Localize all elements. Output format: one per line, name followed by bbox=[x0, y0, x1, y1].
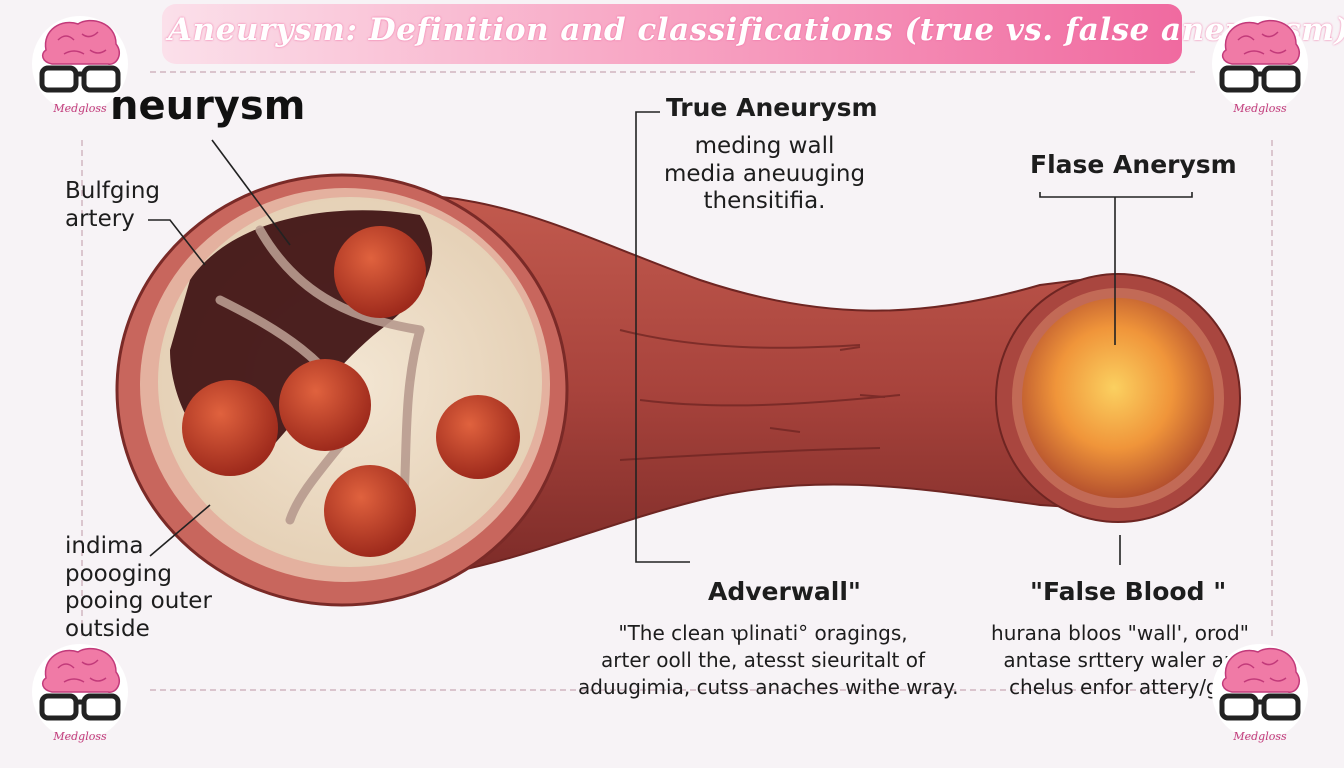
caption-right-line-2: antase srttery waler an bbox=[1003, 648, 1237, 672]
intima-label: indima poooging pooing outer outside bbox=[65, 533, 212, 643]
bulging-artery-label: Bulfging artery bbox=[65, 178, 160, 233]
false-aneurysm-caption: hurana bloos "wall', orod" antase srtter… bbox=[975, 620, 1265, 701]
true-sub-line-1: meding wall bbox=[694, 133, 835, 159]
blood-cell bbox=[324, 465, 416, 557]
bulging-line-2: artery bbox=[65, 205, 135, 232]
medgloss-brand: Medgloss bbox=[53, 730, 107, 743]
medgloss-brand: Medgloss bbox=[1233, 102, 1287, 115]
ecg-border bbox=[81, 71, 1273, 691]
page-title: Aneurysm: Definition and classifications… bbox=[168, 12, 1344, 48]
true-aneurysm-caption: "The clean ꝕlinati° oragings, arter ooll… bbox=[578, 620, 959, 701]
medgloss-logo-top-right: Medgloss bbox=[1208, 10, 1312, 120]
caption-right-line-3: chelus enfor attery/ge bbox=[1009, 675, 1231, 699]
medgloss-logo-bottom-right: Medgloss bbox=[1208, 638, 1312, 748]
caption-left-line-2: arter ooll the, atesst sieuritalt of bbox=[601, 648, 925, 672]
true-aneurysm-description: meding wall media aneuuging thensitifia. bbox=[657, 133, 872, 216]
brain-glasses-logo-icon bbox=[1212, 16, 1308, 106]
true-sub-line-2: media aneuuging bbox=[663, 160, 866, 187]
intima-line-1: indima bbox=[65, 533, 144, 559]
true-aneurysm-heading: True Aneurysm bbox=[666, 93, 878, 122]
bulging-line-1: Bulfging bbox=[65, 178, 161, 204]
false-blood-label: "False Blood " bbox=[1030, 577, 1227, 606]
caption-left-line-1: "The clean ꝕlinati° oragings, bbox=[618, 621, 908, 645]
true-sub-line-3: thensitifia. bbox=[703, 188, 826, 215]
adverwall-label: Adverwall" bbox=[708, 577, 861, 606]
brain-glasses-logo-icon bbox=[1212, 644, 1308, 734]
medgloss-logo-top-left: Medgloss bbox=[28, 10, 132, 120]
medgloss-brand: Medgloss bbox=[53, 102, 107, 115]
intima-line-2: poooging bbox=[65, 560, 172, 587]
caption-right-line-1: hurana bloos "wall', orod" bbox=[991, 621, 1249, 645]
medgloss-logo-bottom-left: Medgloss bbox=[28, 638, 132, 748]
title-banner bbox=[162, 4, 1182, 64]
medgloss-brand: Medgloss bbox=[1233, 730, 1287, 743]
caption-left-line-3: aduugimia, cutss anaches withe wray. bbox=[578, 675, 959, 699]
brain-glasses-logo-icon bbox=[32, 16, 128, 106]
blood-cell bbox=[182, 380, 278, 476]
intima-line-4: outside bbox=[65, 615, 150, 642]
false-aneurysm-heading: Flase Anerysm bbox=[1030, 150, 1237, 179]
aneurysm-heading: neurysm bbox=[110, 83, 306, 129]
false-aneurysm-lumen bbox=[1022, 298, 1214, 498]
blood-cell bbox=[436, 395, 520, 479]
brain-glasses-logo-icon bbox=[32, 644, 128, 734]
blood-cell bbox=[334, 226, 426, 318]
blood-cell bbox=[279, 359, 371, 451]
intima-line-3: pooing outer bbox=[65, 588, 212, 615]
